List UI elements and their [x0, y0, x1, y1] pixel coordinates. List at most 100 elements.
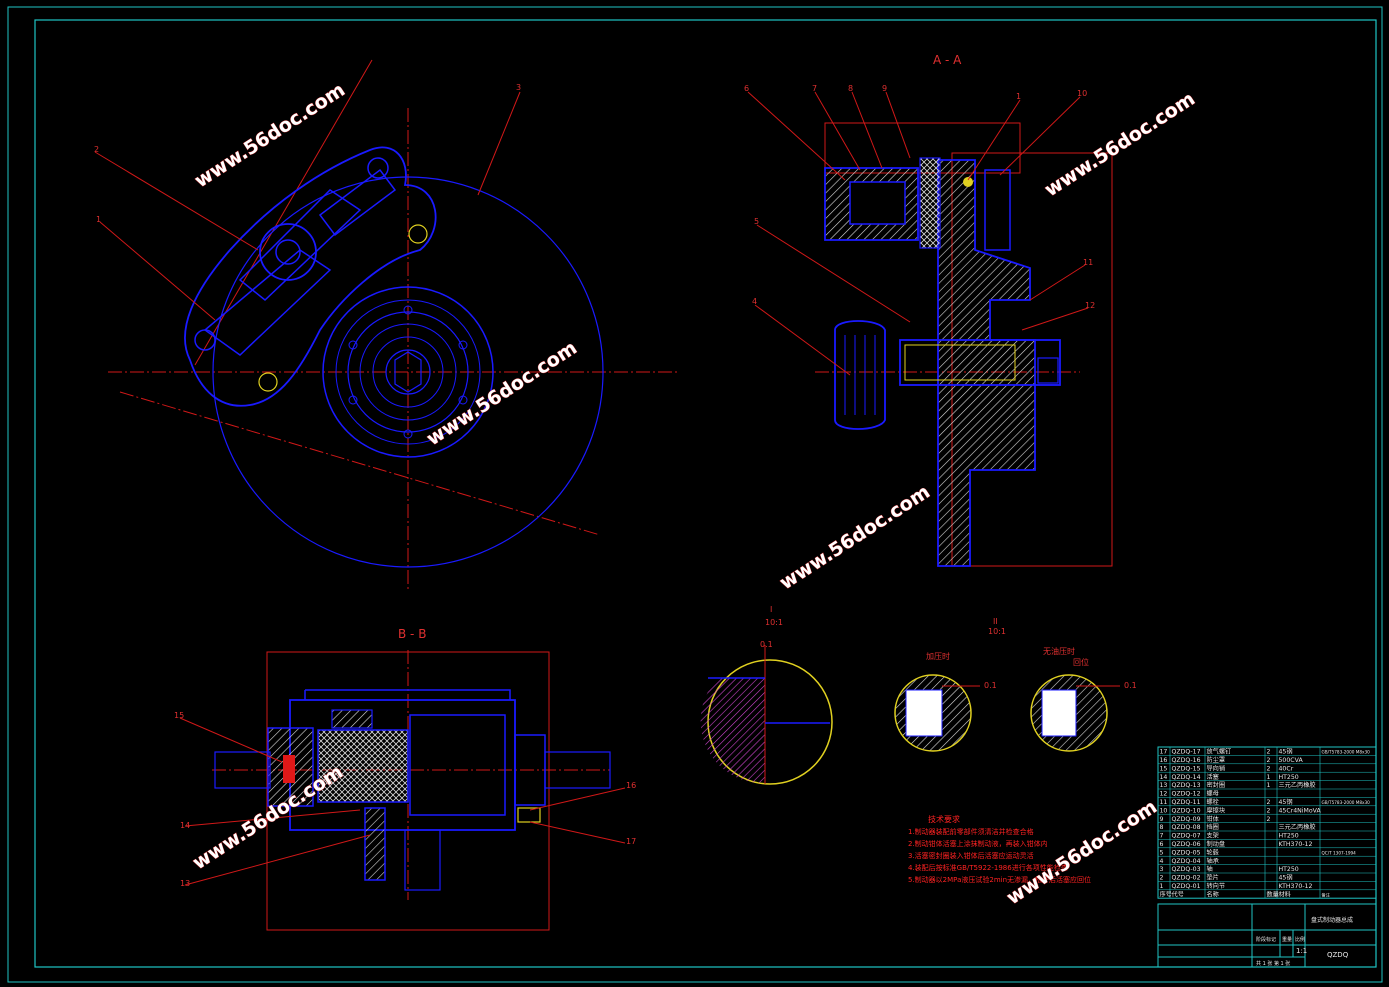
title-block-frame	[1157, 903, 1377, 968]
bom-cell-name: 摩擦块	[1207, 806, 1226, 814]
bom-cell-mat: HT250	[1279, 833, 1299, 840]
bom-cell-no: 14	[1160, 774, 1168, 781]
bom-cell-name: 活塞	[1207, 773, 1219, 781]
balloon-aa-5: 5	[754, 217, 759, 226]
detail-2-clearance-b: 0.1	[1124, 681, 1137, 690]
watermark-1: www.56doc.com	[191, 79, 349, 192]
stage-label: 阶段标记	[1256, 936, 1276, 943]
section-bb-label: B - B	[398, 627, 426, 641]
balloon-aa-11: 11	[1083, 258, 1093, 267]
tech-note-4: 4.装配后按标准GB/T5922-1986进行各项性能检查	[908, 863, 1068, 872]
outer-border	[7, 6, 1383, 983]
bom-cell-code: QZDQ-17	[1172, 749, 1201, 756]
bom-cell-name: 名称	[1207, 890, 1219, 898]
bom-cell-mat: 40Cr	[1279, 765, 1294, 772]
balloon-bb-13: 13	[180, 879, 190, 888]
bom-cell-mat: 500CVA	[1279, 757, 1304, 764]
bom-cell-code: QZDQ-05	[1172, 849, 1201, 856]
bom-cell-code: QZDQ-12	[1172, 791, 1201, 798]
bom-cell-qty: 2	[1267, 757, 1271, 764]
bom-cell-code: QZDQ-04	[1172, 858, 1201, 865]
bom-cell-no: 11	[1160, 799, 1168, 806]
bom-cell-name: 制动盘	[1207, 840, 1226, 848]
balloon-aa-4: 4	[752, 297, 757, 306]
inner-border	[34, 19, 1377, 968]
sheet-count: 共 1 张 第 1 张	[1256, 960, 1290, 967]
balloon-aa-7: 7	[812, 84, 817, 93]
bom-cell-no: 2	[1160, 875, 1164, 882]
detail-2-return-label: 回位	[1073, 657, 1089, 667]
bom-cell-no: 4	[1160, 858, 1164, 865]
bom-cell-no: 16	[1160, 757, 1168, 764]
detail-2-clearance-a: 0.1	[984, 681, 997, 690]
bom-cell-code: QZDQ-15	[1172, 765, 1201, 772]
bom-cell-code: QZDQ-09	[1172, 816, 1201, 823]
detail-1-clearance: 0.1	[760, 640, 773, 649]
bom-cell-code: QZDQ-13	[1172, 782, 1201, 789]
detail-1-label: I	[770, 605, 772, 614]
bom-cell-code: QZDQ-08	[1172, 824, 1201, 831]
bom-cell-name: 轴	[1207, 865, 1213, 873]
bom-cell-no: 17	[1160, 749, 1168, 756]
balloon-bb-17: 17	[626, 837, 636, 846]
bom-cell-code: QZDQ-16	[1172, 757, 1201, 764]
balloon-main-3: 3	[516, 83, 521, 92]
scale-label: 比例	[1295, 936, 1305, 943]
bom-cell-code: QZDQ-10	[1172, 807, 1201, 814]
detail-2-scale: 10:1	[988, 627, 1006, 636]
bom-cell-code: 代号	[1172, 890, 1184, 898]
bom-cell-no: 13	[1160, 782, 1168, 789]
section-bb-view	[179, 650, 626, 931]
bom-cell-no: 9	[1160, 816, 1164, 823]
watermark-4: www.56doc.com	[776, 481, 934, 594]
balloon-aa-6: 6	[744, 84, 749, 93]
bom-cell-name: 螺栓	[1207, 798, 1219, 806]
balloon-bb-14: 14	[180, 821, 190, 830]
balloon-main-2: 2	[94, 145, 99, 154]
drawing-code: QZDQ	[1327, 951, 1349, 959]
bom-cell-no: 1	[1160, 883, 1164, 890]
bom-cell-mat: 45Cr4NiMoVA	[1279, 807, 1322, 814]
watermark-3: www.56doc.com	[1041, 88, 1199, 201]
detail-2-label: II	[993, 617, 998, 626]
bom-cell-no: 8	[1160, 824, 1164, 831]
section-aa-label: A - A	[933, 53, 962, 67]
bom-cell-no: 序号	[1160, 890, 1172, 898]
detail-2-unpressed-label: 无油压时	[1043, 646, 1075, 656]
bom-cell-mat: 45钢	[1279, 874, 1293, 882]
bom-cell-note: 备注	[1322, 891, 1331, 898]
bom-cell-mat: HT250	[1279, 774, 1299, 781]
bom-cell-code: QZDQ-14	[1172, 774, 1201, 781]
balloon-aa-1: 1	[1016, 92, 1021, 101]
bom-cell-mat: 三元乙丙橡胶	[1279, 823, 1316, 831]
bom-cell-no: 10	[1160, 807, 1168, 814]
tech-note-5: 5.制动器以2MPa液压试验2min无渗漏，松开后活塞应回位	[908, 875, 1091, 884]
bom-cell-code: QZDQ-03	[1172, 866, 1201, 873]
bom-cell-qty: 数量	[1267, 890, 1279, 898]
detail-2-view	[894, 674, 1120, 752]
bom-cell-name: 转向节	[1207, 882, 1226, 890]
detail-1-scale: 10:1	[765, 618, 783, 627]
bom-cell-qty: 2	[1267, 816, 1271, 823]
section-aa-view	[747, 91, 1113, 567]
bom-cell-name: 支架	[1207, 832, 1219, 840]
bom-cell-code: QZDQ-11	[1172, 799, 1201, 806]
bom-cell-mat: 三元乙丙橡胶	[1279, 781, 1316, 789]
bom-cell-qty: 1	[1267, 782, 1271, 789]
bom-cell-no: 7	[1160, 833, 1164, 840]
bom-cell-name: 密封圈	[1207, 781, 1226, 789]
bom-cell-mat: HT250	[1279, 866, 1299, 873]
bom-cell-no: 3	[1160, 866, 1164, 873]
bom-cell-qty: 2	[1267, 799, 1271, 806]
tech-note-2: 2.制动钳体活塞上涂抹制动液，再装入钳体内	[908, 839, 1048, 848]
bom-cell-name: 钳体	[1207, 815, 1220, 823]
tech-note-1: 1.制动器装配前零部件须清洁并检查合格	[908, 827, 1034, 836]
bom-cell-qty: 2	[1267, 765, 1271, 772]
bom-cell-name: 放气螺钉	[1207, 748, 1232, 756]
bom-cell-code: QZDQ-02	[1172, 875, 1201, 882]
bom-cell-mat: KTH370-12	[1279, 883, 1313, 890]
bom-cell-no: 12	[1160, 791, 1168, 798]
watermark-2: www.56doc.com	[423, 337, 581, 450]
